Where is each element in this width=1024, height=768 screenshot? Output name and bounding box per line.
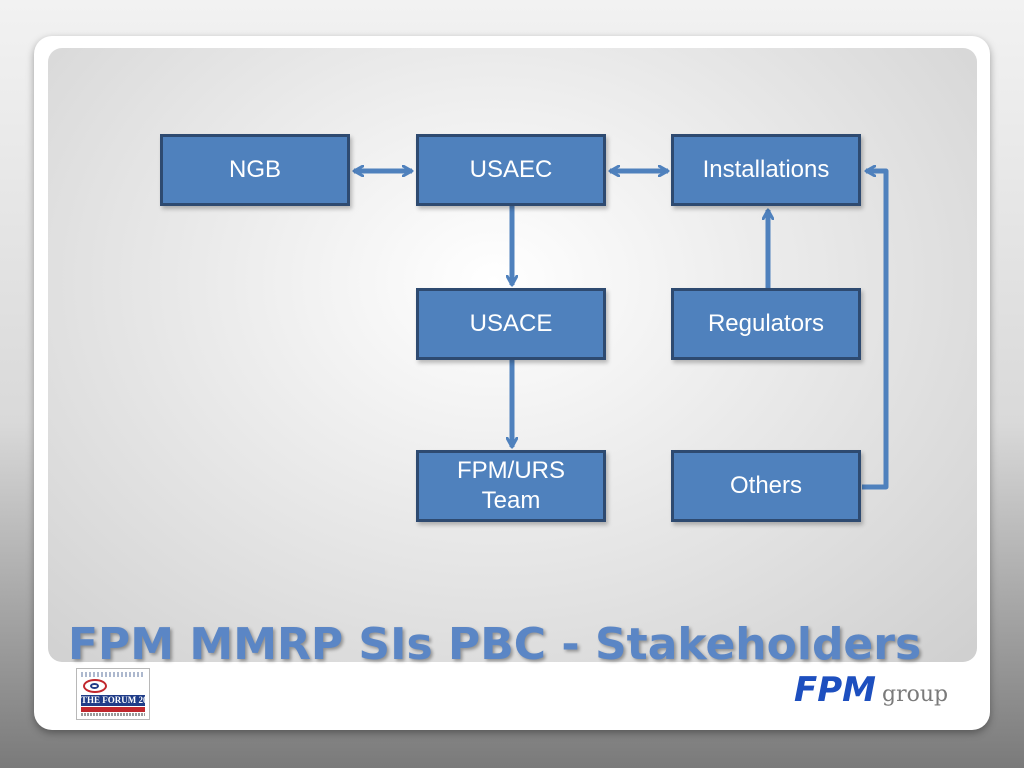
node-fpm-urs-team: FPM/URS Team <box>416 450 606 522</box>
forum-logo-fineprint <box>81 672 145 677</box>
fpm-logo-suffix: group <box>881 682 949 707</box>
forum-logo-subtitle-bar <box>81 707 145 712</box>
node-installations-label: Installations <box>702 156 830 183</box>
forum-logo-tagline <box>81 713 145 716</box>
node-usaec: USAEC <box>416 134 606 206</box>
fpm-logo-word: FPM <box>794 670 876 710</box>
node-usace-label: USACE <box>469 310 553 337</box>
forum-2007-logo: THE FORUM 2007 <box>76 668 150 720</box>
node-regulators: Regulators <box>671 288 861 360</box>
node-regulators-label: Regulators <box>707 310 825 337</box>
forum-logo-text: THE FORUM 2007 <box>81 695 145 706</box>
node-fpm-urs-team-label: FPM/URS Team <box>457 457 565 514</box>
node-installations: Installations <box>671 134 861 206</box>
node-others-label: Others <box>729 472 803 499</box>
node-ngb-label: NGB <box>228 156 281 183</box>
node-ngb: NGB <box>160 134 350 206</box>
target-icon <box>83 679 107 693</box>
node-others: Others <box>671 450 861 522</box>
node-usace: USACE <box>416 288 606 360</box>
connector-others-installations <box>862 171 889 490</box>
node-usaec-label: USAEC <box>469 156 553 183</box>
slide-title: FPM MMRP SIs PBC - Stakeholders <box>68 619 922 670</box>
